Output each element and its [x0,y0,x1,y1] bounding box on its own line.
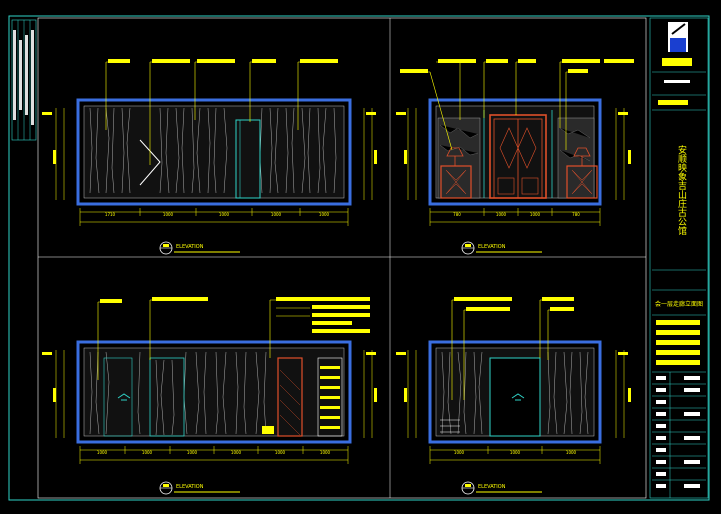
elevation-a-door [235,119,261,199]
elevation-b-caption: ELEVATION [461,241,542,255]
elevation-a-wall [76,98,352,206]
elevation-c-symbol [117,393,131,401]
dim-c-5: 1000 [275,450,286,455]
dim-d-1: 1000 [454,450,465,455]
elevation-c-shelf [317,357,343,437]
dim-a-3: 1000 [219,212,230,217]
elevation-c-door [277,357,303,437]
dim-c-6: 1000 [320,450,331,455]
dim-a-5: 1000 [319,212,330,217]
elevation-d-caption: ELEVATION [461,481,542,495]
elevation-b: 780 1000 1000 780 [396,59,634,226]
elevation-d-door [489,357,541,437]
elevation-b-lamps [446,147,591,166]
dim-a-2: 1000 [163,212,174,217]
dim-d-3: 1000 [566,450,577,455]
elevation-d-steps [440,419,460,433]
elevation-d-label: ELEVATION [478,484,506,490]
elevation-c-wall [76,340,352,444]
dim-b-3: 1000 [530,212,541,217]
dim-b-2: 1000 [496,212,507,217]
dim-c-4: 1000 [231,450,242,455]
elevation-d: 1000 1000 1000 [396,297,631,464]
elevation-c-wood-texture [89,351,267,436]
elevation-b-label: ELEVATION [478,244,506,250]
elevation-c-panel [149,357,185,437]
elevation-a-label: ELEVATION [176,244,204,250]
drawing-title: 会一层走廊立面图 [655,300,703,308]
dim-a-1: 1710 [105,212,116,217]
elevation-a-caption: ELEVATION [159,241,240,255]
elevation-c: 1000 1000 1000 1000 1000 1000 [42,297,377,464]
elevation-c-caption: ELEVATION [159,481,240,495]
dim-c-3: 1000 [187,450,198,455]
sheet-outer-frame [8,15,710,501]
logo-icon [670,38,686,52]
dim-c-2: 1000 [142,450,153,455]
dim-b-4: 780 [572,212,580,217]
elevation-a: 1710 1000 1000 1000 1000 [42,59,377,226]
elevation-b-cabinet-left [440,165,472,199]
revision-strip [11,19,37,141]
dim-a-4: 1000 [271,212,282,217]
elevation-a-diagonal-panel [139,139,161,186]
elevation-d-wall [428,340,602,444]
dim-d-2: 1000 [510,450,521,455]
sheet-inner-frame [37,17,647,499]
elevation-b-stone-left [437,117,481,199]
dim-b-1: 780 [453,212,461,217]
dim-c-1: 1000 [97,450,108,455]
elevation-c-label: ELEVATION [176,484,204,490]
elevation-b-wall [428,98,602,206]
project-name: 安顺映象吉山庄古公馆 [676,144,687,236]
title-block [649,17,709,499]
